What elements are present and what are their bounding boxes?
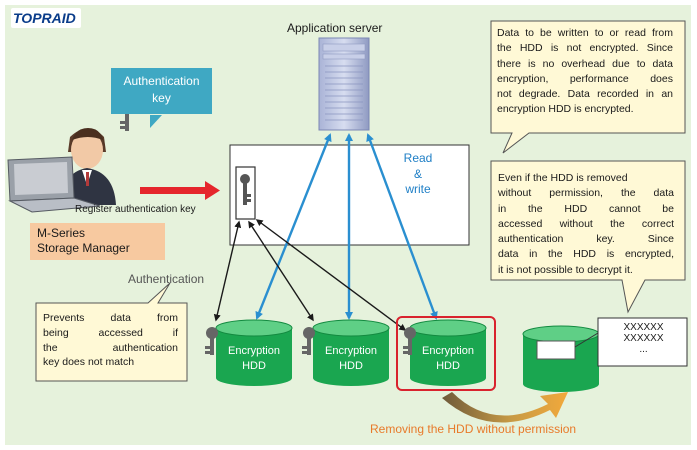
hdd-label-1: Encryption HDD	[216, 344, 292, 374]
hdd-label-line-1: Encryption	[228, 345, 280, 357]
read-write-line-1: Read	[403, 151, 433, 165]
hdd-label-line-1: Encryption	[325, 345, 377, 357]
hdd-label-line-2: HDD	[339, 360, 363, 372]
note-unencrypted-line: encryption, performance does	[497, 72, 673, 85]
logo-mark: TOPRAID	[11, 8, 81, 28]
removed-hdd	[522, 325, 600, 392]
register-arrow	[140, 181, 220, 200]
note-unencrypted-line: Data to be written to or read from	[497, 27, 673, 39]
removed-data-pointer	[574, 332, 599, 348]
note-removed-bubble	[490, 160, 686, 314]
encrypted-data-text: XXXXXX XXXXXX ...	[606, 322, 681, 355]
hdd-label-2: Encryption HDD	[313, 344, 389, 374]
note-removed-text: Even if the HDD is removed without permi…	[498, 171, 674, 278]
hdd-label-3: Encryption HDD	[410, 344, 486, 374]
mseries-line-1: M-Series	[37, 226, 86, 240]
note-removed-line: it is not possible to decrypt it.	[498, 263, 633, 276]
hdd-key-icon-1	[205, 327, 218, 355]
note-prevents-line: Prevents data from	[43, 312, 178, 324]
removed-hdd-highlight	[396, 316, 496, 391]
auth-key-box	[111, 68, 212, 114]
read-write-line-3: write	[405, 182, 431, 196]
mseries-label: M-Series Storage Manager	[37, 226, 130, 256]
encryption-hdd-3	[409, 319, 487, 386]
hdd-label-line-2: HDD	[436, 360, 460, 372]
note-prevents-line: key does not match	[43, 356, 135, 369]
application-server-icon	[318, 37, 370, 131]
auth-arrow-3	[255, 219, 407, 331]
note-unencrypted-line: there is no overhead due to data	[497, 57, 673, 70]
note-unencrypted-text: Data to be written to or read from the H…	[497, 26, 673, 118]
encrypted-data-line-3: ...	[639, 344, 648, 355]
read-write-line-2: &	[413, 166, 422, 181]
encryption-hdd-1	[215, 319, 293, 386]
note-prevents-bubble	[35, 282, 188, 382]
auth-arrow-1	[213, 220, 242, 322]
note-prevents-line: the authentication	[43, 341, 178, 354]
encrypted-data-box	[597, 317, 688, 367]
auth-key-callout-tail	[150, 115, 162, 128]
application-server-title: Application server	[287, 21, 383, 35]
removing-hdd-label: Removing the HDD without permission	[370, 422, 577, 436]
note-unencrypted-line: the HDD is not encrypted. Since	[497, 42, 673, 55]
note-unencrypted-bubble	[490, 20, 686, 154]
note-removed-line: accessed without the correct	[498, 217, 674, 230]
register-key-label: Register authentication key	[75, 204, 196, 215]
mseries-box	[30, 223, 165, 260]
authentication-label: Authentication	[128, 272, 205, 286]
user-with-laptop-icon	[7, 128, 116, 213]
note-prevents-text: Prevents data from being accessed if the…	[43, 311, 178, 370]
hdd-label-line-2: HDD	[242, 360, 266, 372]
note-unencrypted-line: encryption HDD is encrypted.	[497, 103, 634, 116]
note-removed-line: without permission, the data	[498, 187, 674, 200]
note-removed-line: in the HDD cannot be	[498, 202, 674, 215]
note-removed-line: data in the HDD is encrypted,	[498, 248, 674, 261]
hdd-key-icon-3	[403, 327, 416, 355]
logo-text: TOPRAID	[13, 10, 76, 26]
mseries-line-2: Storage Manager	[37, 241, 130, 255]
note-unencrypted-line: not degrade. Data recorded in an	[497, 88, 673, 101]
note-removed-line: authentication key. Since	[498, 233, 674, 246]
auth-key-label: Authentication key	[111, 73, 212, 107]
hdd-key-icon-2	[302, 327, 315, 355]
note-prevents-line: being accessed if	[43, 326, 178, 339]
auth-key-line-2: key	[152, 91, 171, 105]
hdd-label-line-1: Encryption	[422, 345, 474, 357]
note-removed-line: Even if the HDD is removed	[498, 172, 628, 184]
auth-key-line-1: Authentication	[123, 74, 200, 88]
encryption-hdd-2	[312, 319, 390, 386]
encrypted-data-line-1: XXXXXX	[623, 322, 664, 333]
removal-arrow	[442, 392, 568, 423]
key-slot-icon	[235, 166, 256, 220]
toprai-logo: TOPRAID	[11, 8, 81, 28]
encrypted-data-line-2: XXXXXX	[623, 333, 664, 344]
read-write-label: Read & write	[398, 151, 438, 198]
